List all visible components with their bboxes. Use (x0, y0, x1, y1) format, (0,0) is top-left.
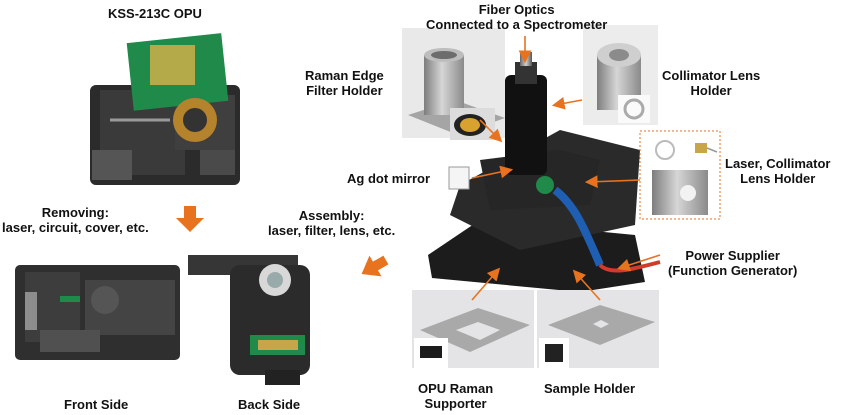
collimator-line-1: Collimator Lens (662, 68, 761, 83)
removing-arrow (176, 206, 204, 232)
back-side-photo (188, 255, 310, 385)
laser-holder-cad (639, 130, 721, 220)
fiber-line-1: Fiber Optics (478, 2, 555, 17)
fiber-optics-label: Fiber Optics Connected to a Spectrometer (426, 2, 607, 32)
removing-caption: Removing: laser, circuit, cover, etc. (2, 205, 149, 235)
collimator-cad (583, 25, 658, 125)
opu-title: KSS-213C OPU (108, 6, 202, 21)
power-supplier-label: Power Supplier (Function Generator) (668, 248, 797, 278)
collimator-line-2: Holder (690, 83, 732, 98)
opu-photo (90, 33, 240, 185)
opu-supporter-line-1: OPU Raman (418, 381, 494, 396)
callout-lines (471, 36, 661, 301)
back-side-label: Back Side (238, 397, 301, 412)
laser-holder-label: Laser, Collimator Lens Holder (725, 156, 830, 186)
laser-holder-line-2: Lens Holder (740, 171, 816, 186)
assembly-caption: Assembly: laser, filter, lens, etc. (268, 208, 395, 238)
front-side-label: Front Side (64, 397, 129, 412)
assembly-arrow (361, 255, 389, 277)
raman-filter-line-1: Raman Edge (305, 68, 384, 83)
assembly-line-1: Assembly: (298, 208, 365, 223)
collimator-label: Collimator Lens Holder (662, 68, 760, 98)
sample-holder-cad (537, 290, 659, 368)
raman-filter-line-2: Filter Holder (306, 83, 383, 98)
removing-line-2: laser, circuit, cover, etc. (2, 220, 149, 235)
front-side-photo (15, 265, 180, 360)
raman-filter-cad (402, 28, 505, 140)
opu-supporter-line-2: Supporter (424, 396, 487, 411)
ag-mirror-label: Ag dot mirror (347, 171, 431, 186)
laser-holder-line-1: Laser, Collimator (725, 156, 831, 171)
opu-supporter-cad (412, 290, 534, 368)
sample-holder-label: Sample Holder (544, 381, 636, 396)
power-line-2: (Function Generator) (668, 263, 798, 278)
assembly-line-2: laser, filter, lens, etc. (268, 223, 396, 238)
assembly-photo (428, 52, 661, 292)
power-line-1: Power Supplier (685, 248, 780, 263)
fiber-line-2: Connected to a Spectrometer (426, 17, 608, 32)
raman-filter-label: Raman Edge Filter Holder (305, 68, 384, 98)
removing-line-1: Removing: (41, 205, 109, 220)
ag-mirror-inset (448, 166, 470, 190)
opu-supporter-label: OPU Raman Supporter (418, 381, 493, 411)
